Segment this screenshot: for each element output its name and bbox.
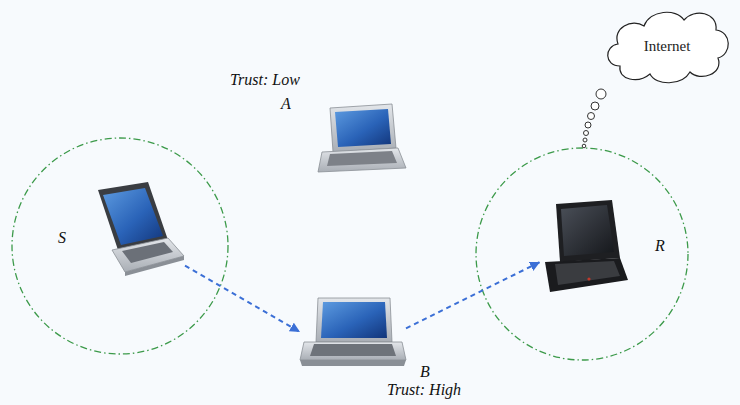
laptop-icon bbox=[300, 298, 406, 366]
laptop-node: Trust: LowA bbox=[320, 105, 406, 173]
link-arrow bbox=[406, 262, 540, 328]
laptop-node: S bbox=[90, 182, 185, 275]
range-circle bbox=[12, 138, 228, 354]
node-label: Trust: High bbox=[387, 381, 461, 399]
node-label: R bbox=[655, 237, 665, 255]
link-arrow bbox=[185, 266, 300, 332]
label-slot: R bbox=[655, 237, 665, 255]
label-slot: B bbox=[420, 363, 430, 381]
laptop-node: R bbox=[540, 200, 628, 300]
label-slot: A bbox=[281, 95, 291, 113]
laptop-node: BTrust: High bbox=[300, 296, 406, 368]
laptop-icon bbox=[98, 182, 184, 276]
label-slot: Internet bbox=[644, 37, 691, 55]
cloud-node: Internet bbox=[600, 4, 734, 88]
laptop-icon bbox=[545, 200, 628, 292]
label-slot: S bbox=[58, 229, 66, 247]
node-label: S bbox=[58, 229, 66, 247]
cloud-label: Internet bbox=[644, 37, 691, 55]
label-slot: Trust: High bbox=[387, 381, 461, 399]
label-slot: Trust: Low bbox=[230, 71, 300, 89]
node-label: A bbox=[281, 95, 291, 113]
node-label: B bbox=[420, 363, 430, 381]
range-circle bbox=[476, 148, 688, 360]
node-label: Trust: Low bbox=[230, 71, 300, 89]
thought-bubbles bbox=[582, 89, 606, 148]
laptop-icon bbox=[318, 104, 406, 172]
